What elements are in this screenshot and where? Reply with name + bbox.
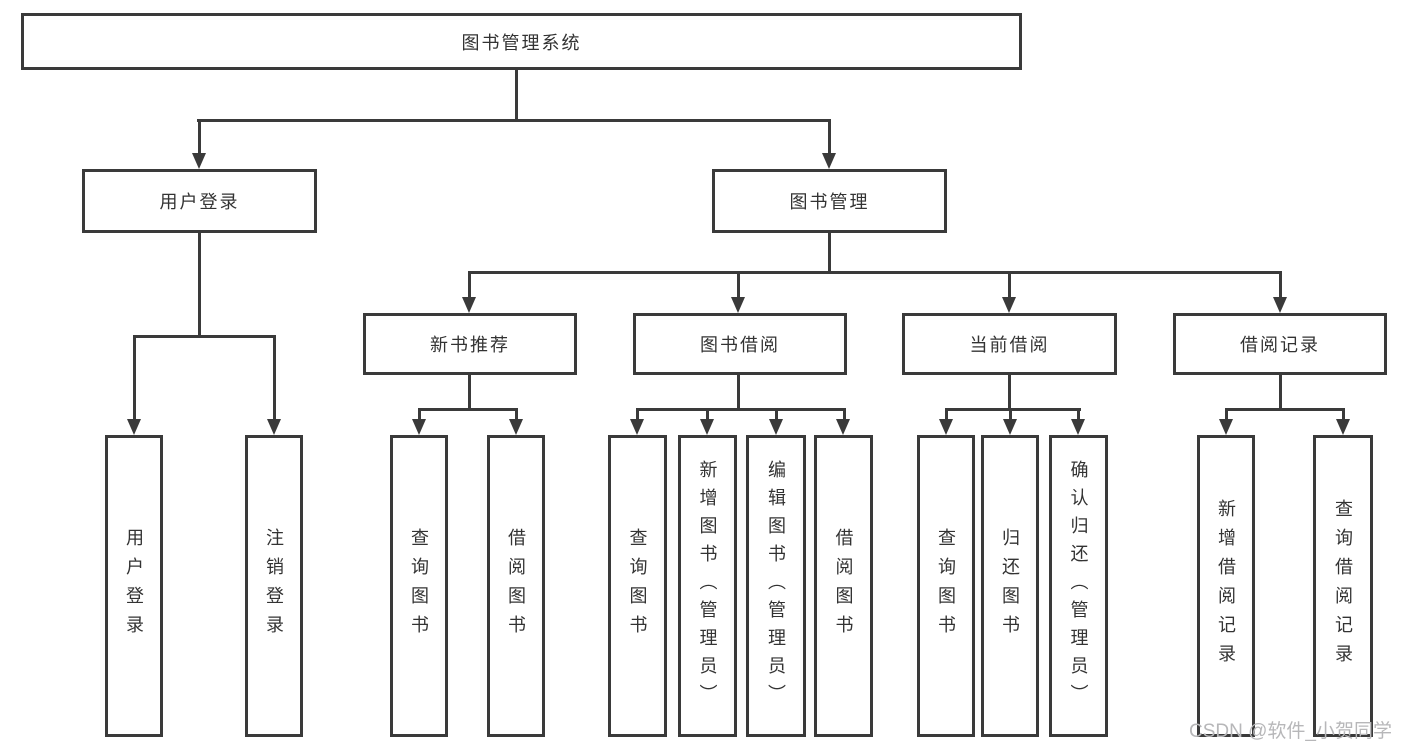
node-label: 查询图书 <box>409 528 429 644</box>
node-new-book-recommend: 新书推荐 <box>363 313 577 375</box>
node-label: 用户登录 <box>124 528 144 644</box>
node-label: 用户登录 <box>159 192 240 212</box>
node-label: 借阅图书 <box>833 528 854 644</box>
arrowhead-down <box>1003 419 1017 435</box>
arrowhead-down <box>192 153 206 169</box>
connector-line <box>418 408 421 421</box>
leaf-add-books-admin: 新增图书（管理员） <box>678 435 737 737</box>
node-label: 归还图书 <box>1000 528 1020 644</box>
connector-line <box>197 119 831 122</box>
connector-line <box>418 408 518 411</box>
leaf-query-books-2: 查询图书 <box>608 435 667 737</box>
leaf-user-login: 用户登录 <box>105 435 163 737</box>
arrowhead-down <box>509 419 523 435</box>
leaf-borrow-books-1: 借阅图书 <box>487 435 545 737</box>
node-label: 查询图书 <box>627 528 648 644</box>
leaf-query-books-3: 查询图书 <box>917 435 975 737</box>
arrowhead-down <box>769 419 783 435</box>
connector-line <box>1342 408 1345 421</box>
arrowhead-down <box>1273 297 1287 313</box>
arrowhead-down <box>462 297 476 313</box>
arrowhead-down <box>127 419 141 435</box>
node-label: 新增图书（管理员） <box>697 460 718 712</box>
leaf-return-books: 归还图书 <box>981 435 1039 737</box>
node-label: 查询借阅记录 <box>1333 499 1353 673</box>
node-label: 查询图书 <box>936 528 956 644</box>
node-current-borrowing: 当前借阅 <box>902 313 1117 375</box>
connector-line <box>468 375 471 411</box>
arrowhead-down <box>700 419 714 435</box>
connector-line <box>1225 408 1345 411</box>
arrowhead-down <box>1219 419 1233 435</box>
node-label: 借阅记录 <box>1240 335 1320 355</box>
connector-line <box>945 408 1081 411</box>
arrowhead-down <box>630 419 644 435</box>
node-label: 编辑图书（管理员） <box>766 460 786 712</box>
connector-line <box>198 119 201 155</box>
connector-line <box>636 408 846 411</box>
arrowhead-down <box>1002 297 1016 313</box>
connector-line <box>1225 408 1228 421</box>
leaf-query-borrow-record: 查询借阅记录 <box>1313 435 1373 737</box>
connector-line <box>1008 375 1011 411</box>
connector-line <box>133 335 136 421</box>
node-library-management-system: 图书管理系统 <box>21 13 1022 70</box>
node-label: 确认归还（管理员） <box>1068 460 1089 712</box>
connector-line <box>1008 271 1011 299</box>
connector-line <box>775 408 778 421</box>
node-label: 图书管理系统 <box>461 32 582 53</box>
connector-line <box>1279 271 1282 299</box>
node-label: 新书推荐 <box>430 335 510 355</box>
connector-line <box>828 119 831 155</box>
leaf-edit-books-admin: 编辑图书（管理员） <box>746 435 806 737</box>
leaf-query-books-1: 查询图书 <box>390 435 448 737</box>
node-user-login-branch: 用户登录 <box>82 169 317 233</box>
node-label: 图书借阅 <box>700 335 780 355</box>
node-borrowing-records: 借阅记录 <box>1173 313 1387 375</box>
node-label: 当前借阅 <box>969 335 1050 355</box>
connector-line <box>706 408 709 421</box>
connector-line <box>843 408 846 421</box>
connector-line <box>468 271 471 299</box>
node-label: 图书管理 <box>789 192 870 212</box>
arrowhead-down <box>822 153 836 169</box>
csdn-watermark: CSDN @软件_小贺同学 <box>1189 721 1392 742</box>
connector-line <box>198 233 201 337</box>
arrowhead-down <box>836 419 850 435</box>
leaf-borrow-books-2: 借阅图书 <box>814 435 873 737</box>
connector-line <box>636 408 639 421</box>
connector-line <box>828 233 831 274</box>
arrowhead-down <box>267 419 281 435</box>
arrowhead-down <box>731 297 745 313</box>
node-book-management-branch: 图书管理 <box>712 169 947 233</box>
node-book-borrowing: 图书借阅 <box>633 313 847 375</box>
leaf-logout: 注销登录 <box>245 435 303 737</box>
connector-line <box>515 70 518 119</box>
node-label: 注销登录 <box>264 528 284 644</box>
arrowhead-down <box>939 419 953 435</box>
connector-line <box>273 335 276 421</box>
connector-line <box>1009 408 1012 421</box>
arrowhead-down <box>1336 419 1350 435</box>
connector-line <box>737 375 740 411</box>
connector-line <box>468 271 1282 274</box>
leaf-add-borrow-record: 新增借阅记录 <box>1197 435 1255 737</box>
arrowhead-down <box>412 419 426 435</box>
leaf-confirm-return-admin: 确认归还（管理员） <box>1049 435 1108 737</box>
connector-line <box>1077 408 1080 421</box>
connector-line <box>515 408 518 421</box>
connector-line <box>1279 375 1282 411</box>
node-label: 借阅图书 <box>506 528 526 644</box>
arrowhead-down <box>1071 419 1085 435</box>
connector-line <box>945 408 948 421</box>
connector-line <box>737 271 740 299</box>
node-label: 新增借阅记录 <box>1216 499 1236 673</box>
connector-line <box>133 335 276 338</box>
